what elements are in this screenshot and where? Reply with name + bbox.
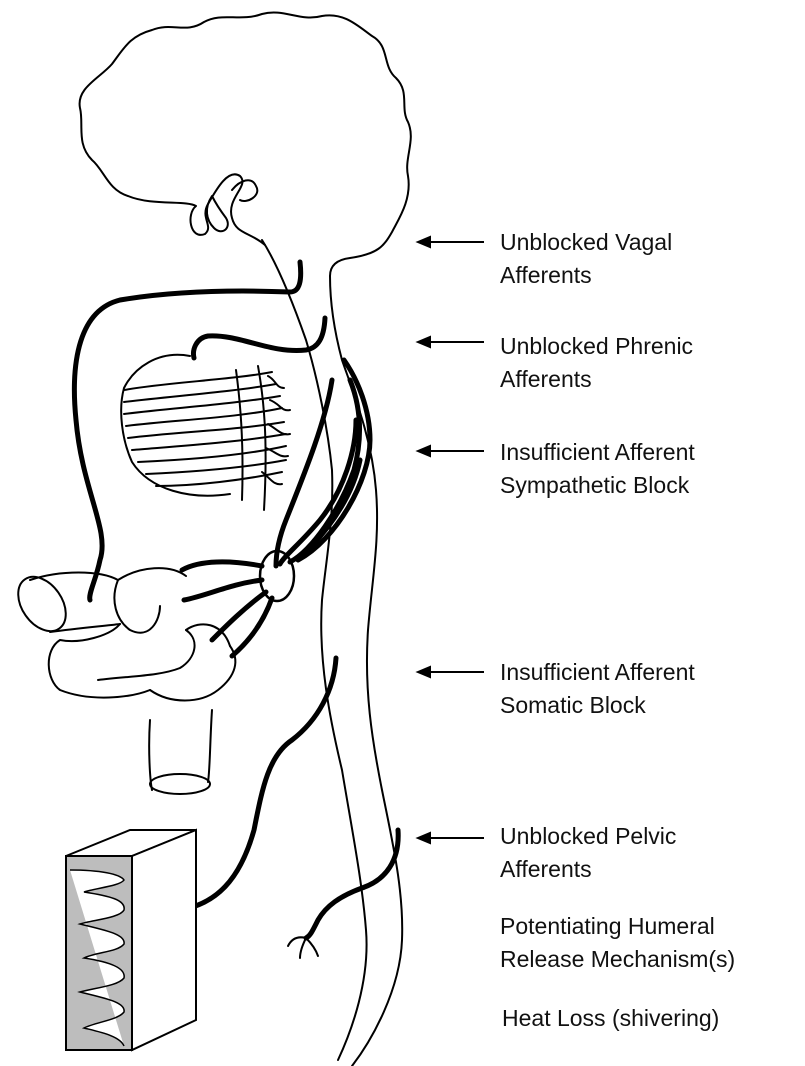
label-pelvic-line2: Afferents	[500, 853, 676, 886]
label-phrenic: Unblocked Phrenic Afferents	[500, 330, 693, 396]
label-sympathetic-line1: Insufficient Afferent	[500, 436, 695, 469]
label-phrenic-line2: Afferents	[500, 363, 693, 396]
label-somatic-line2: Somatic Block	[500, 689, 695, 722]
rib-cage	[121, 355, 290, 510]
label-sympathetic-line2: Sympathetic Block	[500, 469, 695, 502]
spinal-cord-left-edge	[262, 240, 367, 1060]
vagal-nerve	[74, 262, 300, 600]
pelvic-nerve-tips	[288, 937, 318, 958]
label-somatic: Insufficient Afferent Somatic Block	[500, 656, 695, 722]
brain-outline	[80, 12, 411, 276]
muscle-block	[66, 830, 196, 1050]
sympathetic-nerves	[276, 360, 370, 566]
label-sympathetic: Insufficient Afferent Sympathetic Block	[500, 436, 695, 502]
label-heat-loss-text: Heat Loss (shivering)	[502, 1002, 719, 1035]
label-phrenic-line1: Unblocked Phrenic	[500, 330, 693, 363]
label-vagal: Unblocked Vagal Afferents	[500, 226, 672, 292]
label-arrows	[418, 237, 484, 843]
label-humeral-line1: Potentiating Humeral	[500, 910, 735, 943]
label-pelvic-line1: Unblocked Pelvic	[500, 820, 676, 853]
intestine	[8, 568, 235, 794]
pelvic-nerve	[306, 830, 398, 938]
label-pelvic: Unblocked Pelvic Afferents	[500, 820, 676, 886]
label-humeral: Potentiating Humeral Release Mechanism(s…	[500, 910, 735, 976]
label-vagal-line2: Afferents	[500, 259, 672, 292]
label-vagal-line1: Unblocked Vagal	[500, 226, 672, 259]
label-heat-loss: Heat Loss (shivering)	[502, 1002, 719, 1035]
cerebellum-lump	[207, 196, 228, 231]
ganglion-branches	[182, 562, 272, 656]
label-somatic-line1: Insufficient Afferent	[500, 656, 695, 689]
label-humeral-line2: Release Mechanism(s)	[500, 943, 735, 976]
